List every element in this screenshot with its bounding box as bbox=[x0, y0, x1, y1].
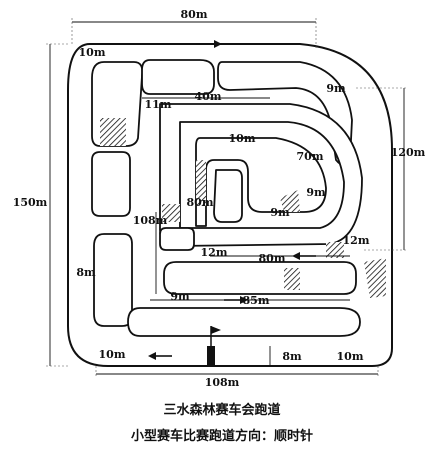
label-top-left-corner: 10m bbox=[79, 46, 106, 59]
hatch-area-2 bbox=[162, 204, 180, 222]
label-left-8m: 8m bbox=[76, 266, 96, 279]
hatch-area-5 bbox=[284, 268, 300, 290]
label-top-width: 80m bbox=[181, 8, 208, 21]
hatch-area-7 bbox=[280, 190, 300, 212]
start-finish-flag-icon bbox=[207, 326, 221, 366]
label-right-height: 120m bbox=[391, 146, 426, 159]
label-spiral-inner-a: 9m bbox=[306, 186, 326, 199]
label-bottom-width: 108m bbox=[205, 376, 240, 389]
island-lower-straight bbox=[163, 261, 357, 295]
label-bottom-9m: 9m bbox=[170, 290, 190, 303]
label-lower-80m: 80m bbox=[259, 252, 286, 265]
island-left-lower bbox=[93, 233, 133, 327]
island-spiral-core bbox=[213, 169, 243, 223]
direction-arrow-bottom bbox=[148, 352, 172, 360]
hatch-area-6 bbox=[326, 242, 344, 258]
island-bottom-straight bbox=[127, 307, 361, 337]
label-bottom-right-10m: 10m bbox=[337, 350, 364, 363]
diagram-subtitle: 小型赛车比赛跑道方向：顺时针 bbox=[131, 428, 313, 444]
island-top-right bbox=[217, 61, 353, 166]
island-small-mid bbox=[159, 227, 195, 251]
label-spiral-inner-b: 9m bbox=[270, 206, 290, 219]
direction-arrow-top bbox=[196, 40, 222, 48]
label-lower-12m-left: 12m bbox=[201, 246, 228, 259]
label-inner-top: 40m bbox=[195, 90, 222, 103]
hatch-area-4 bbox=[364, 258, 386, 298]
label-right-upper: 9m bbox=[326, 82, 346, 95]
hatch-area-1 bbox=[100, 118, 126, 146]
island-top-middle bbox=[141, 59, 215, 95]
island-left-middle bbox=[91, 151, 131, 217]
label-spiral-left: 80m bbox=[187, 196, 214, 209]
label-left-height: 150m bbox=[13, 196, 48, 209]
label-bottom-left-10m: 10m bbox=[99, 348, 126, 361]
hatch-area-3 bbox=[196, 160, 206, 206]
label-inner-top-left: 11m bbox=[145, 98, 172, 111]
diagram-title: 三水森林赛车会跑道 bbox=[163, 402, 280, 418]
label-bottom-8m: 8m bbox=[282, 350, 302, 363]
label-bottom-85m: 85m bbox=[243, 294, 270, 307]
label-spiral-right: 70m bbox=[297, 150, 324, 163]
label-lower-12m-right: 12m bbox=[343, 234, 370, 247]
label-mid-left: 108m bbox=[133, 214, 168, 227]
dimension-lines bbox=[46, 18, 408, 378]
label-spiral-top: 10m bbox=[229, 132, 256, 145]
